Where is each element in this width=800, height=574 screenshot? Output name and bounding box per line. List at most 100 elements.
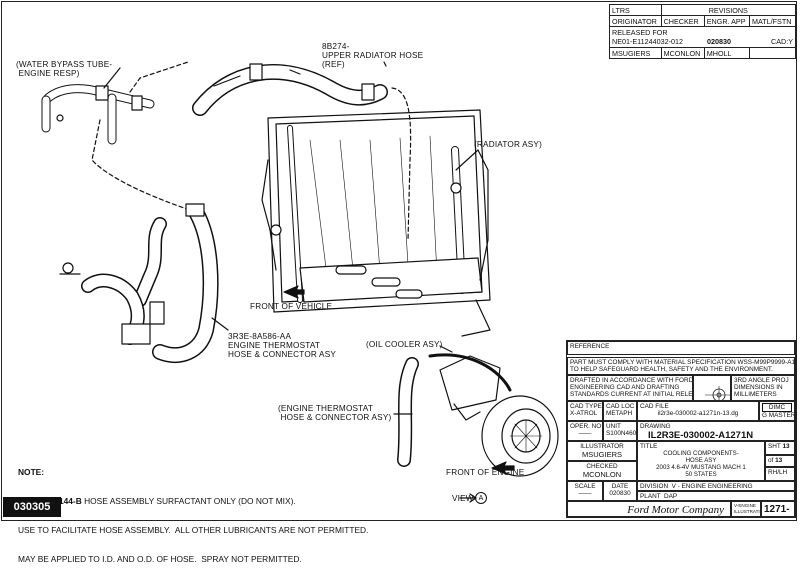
upper-radiator-hose-drawing [192,63,388,116]
oil-cooler-drawing [393,345,559,477]
tb-hand: RH/LH [765,467,795,481]
label-thermostat-hose-ref: (ENGINE THERMOSTAT HOSE & CONNECTOR ASY) [278,404,392,422]
tb-title-label: TITLE [640,443,658,450]
tb-scale-label: SCALE [574,483,596,490]
note-line1-text: HOSE ASSEMBLY SURFACTANT ONLY (DO NOT MI… [81,495,296,506]
note-line1: E5E-M99B144-B HOSE ASSEMBLY SURFACTANT O… [18,495,368,507]
tb-drawing-number: IL2R3E-030002-A1271N [648,430,754,441]
tb-cad-type-label: CAD TYPE [570,403,602,410]
note-block: NOTE: E5E-M99B144-B HOSE ASSEMBLY SURFAC… [18,449,368,574]
label-thermostat-hose-part: 3R3E-8A586-AA ENGINE THERMOSTAT HOSE & C… [228,332,337,359]
tb-projection: 3RD ANGLE PROJ DIMENSIONS IN MILLIMETERS [731,375,795,401]
water-bypass-tube-drawing [41,84,155,145]
tb-unit: S100N460 [606,430,637,437]
bypass-connection-leader [91,119,191,211]
tb-sheet: 13 [782,443,790,450]
tb-cad-loc-label: CAD LOC [606,403,635,410]
tb-division: DIVISION V - ENGINE ENGINEERING [637,481,795,491]
tb-checked: MCONLON [582,470,622,479]
radiator-drawing [261,109,491,337]
revision-engr-name: MHOLL [703,47,751,59]
revision-release-row: NE01-E11244032-012 020830 CAD:Y [612,37,793,46]
tb-projection-symbol [693,375,731,401]
third-angle-projection-icon [705,386,730,400]
revision-date: 020830 [707,37,731,46]
front-of-vehicle-arrow [283,285,305,299]
label-view-letter: A [475,492,487,504]
label-view: VIEW [452,494,474,503]
revision-matl-name [749,47,796,59]
revision-release-cell: RELEASED FOR NE01-E11244032-012 020830 C… [609,26,796,48]
tb-oper-cell: OPER. NO—— [567,421,603,441]
tb-date-label: DATE [611,483,629,490]
revision-released-line2: NE01-E11244032-012 [612,37,683,46]
label-water-bypass-tube: (WATER BYPASS TUBE- ENGINE RESP) [16,60,113,78]
label-front-of-engine: FRONT OF ENGINE [446,468,525,477]
label-radiator-asy: (RADIATOR ASY) [474,140,543,149]
tb-of-cell: of 13 [765,455,795,467]
revision-header: REVISIONS [660,4,797,16]
cooling-system-line-art [41,61,559,503]
tb-company: Ford Motor Company [567,501,731,517]
tb-compliance: PART MUST COMPLY WITH MATERIAL SPECIFICA… [567,357,795,375]
tb-illustrator: MSUGIERS [581,450,622,459]
note-line2: USE TO FACILITATE HOSE ASSEMBLY. ALL OTH… [18,524,369,535]
tb-sheet-cell: SHT 13 [765,441,795,455]
tb-drafted: DRAFTED IN ACCORDANCE WITH FORD ENGINEER… [567,375,693,401]
tb-cad-type: X-ATROL [570,410,598,417]
tb-cad-file: il2r3e-030002-a1271n-13.dg [657,410,739,417]
tb-cad-file-label: CAD FILE [640,403,669,410]
revision-originator-name: MSUGIERS [609,47,662,59]
label-front-of-vehicle: FRONT OF VEHICLE [250,302,333,311]
label-upper-radiator-hose: 8B274- UPPER RADIATOR HOSE (REF) [322,42,424,69]
tb-cad-loc: METAPH [606,410,633,417]
tb-sheet-label: SHT [768,443,781,450]
illustration-tag: 030305 [3,497,61,517]
tb-of: 13 [775,457,783,464]
revision-col-matl: MATL/FSTN [749,15,796,27]
tb-checked-label: CHECKED [586,463,618,470]
tb-illustrator-label: ILLUSTRATOR [580,443,624,450]
tb-of-label: of [768,457,774,464]
note-line3: MAY BE APPLIED TO I.D. AND O.D. OF HOSE.… [18,553,302,564]
label-oil-cooler-asy: (OIL COOLER ASY) [366,340,443,349]
tb-oper: —— [578,430,592,437]
revision-checker-name: MCONLON [660,47,705,59]
tb-unit-label: UNIT [606,423,621,430]
tb-drawing-label: DRAWING [640,423,671,430]
drawing-frame [1,1,797,521]
note-title: NOTE: [18,467,368,478]
tb-illustration-label: V-ENGINE ILLUSTRATION [731,501,761,517]
tb-scale-cell: SCALE—— [567,481,603,501]
tb-illustration-number: 1271- [761,501,795,517]
tb-master: G MASTER [762,412,795,419]
revision-released-line1: RELEASED FOR [612,28,668,37]
tb-reference: REFERENCE [567,341,795,355]
tb-dimc: DIMC [762,403,792,412]
revision-col-checker: CHECKER [660,15,705,27]
revision-cad: CAD:Y [771,37,793,46]
note-title-text: NOTE: [18,467,45,478]
thermostat-hose-drawing [59,203,219,363]
tb-oper-label: OPER. NO [570,423,602,430]
tb-title: COOLING COMPONENTS- HOSE ASY 2003 4.6-4V… [656,450,746,478]
revision-block: LTRS REVISIONS ORIGINATOR CHECKER ENGR. … [609,4,797,59]
revision-ltrs-header: LTRS [609,4,662,16]
title-block: REFERENCE PART MUST COMPLY WITH MATERIAL… [566,340,796,518]
tb-scale: —— [578,490,592,497]
revision-col-engr: ENGR. APP [703,15,751,27]
tb-date: 020830 [609,490,631,497]
tb-plant: PLANT DAP [637,491,795,501]
front-of-engine-arrow [491,461,515,475]
revision-col-originator: ORIGINATOR [609,15,662,27]
